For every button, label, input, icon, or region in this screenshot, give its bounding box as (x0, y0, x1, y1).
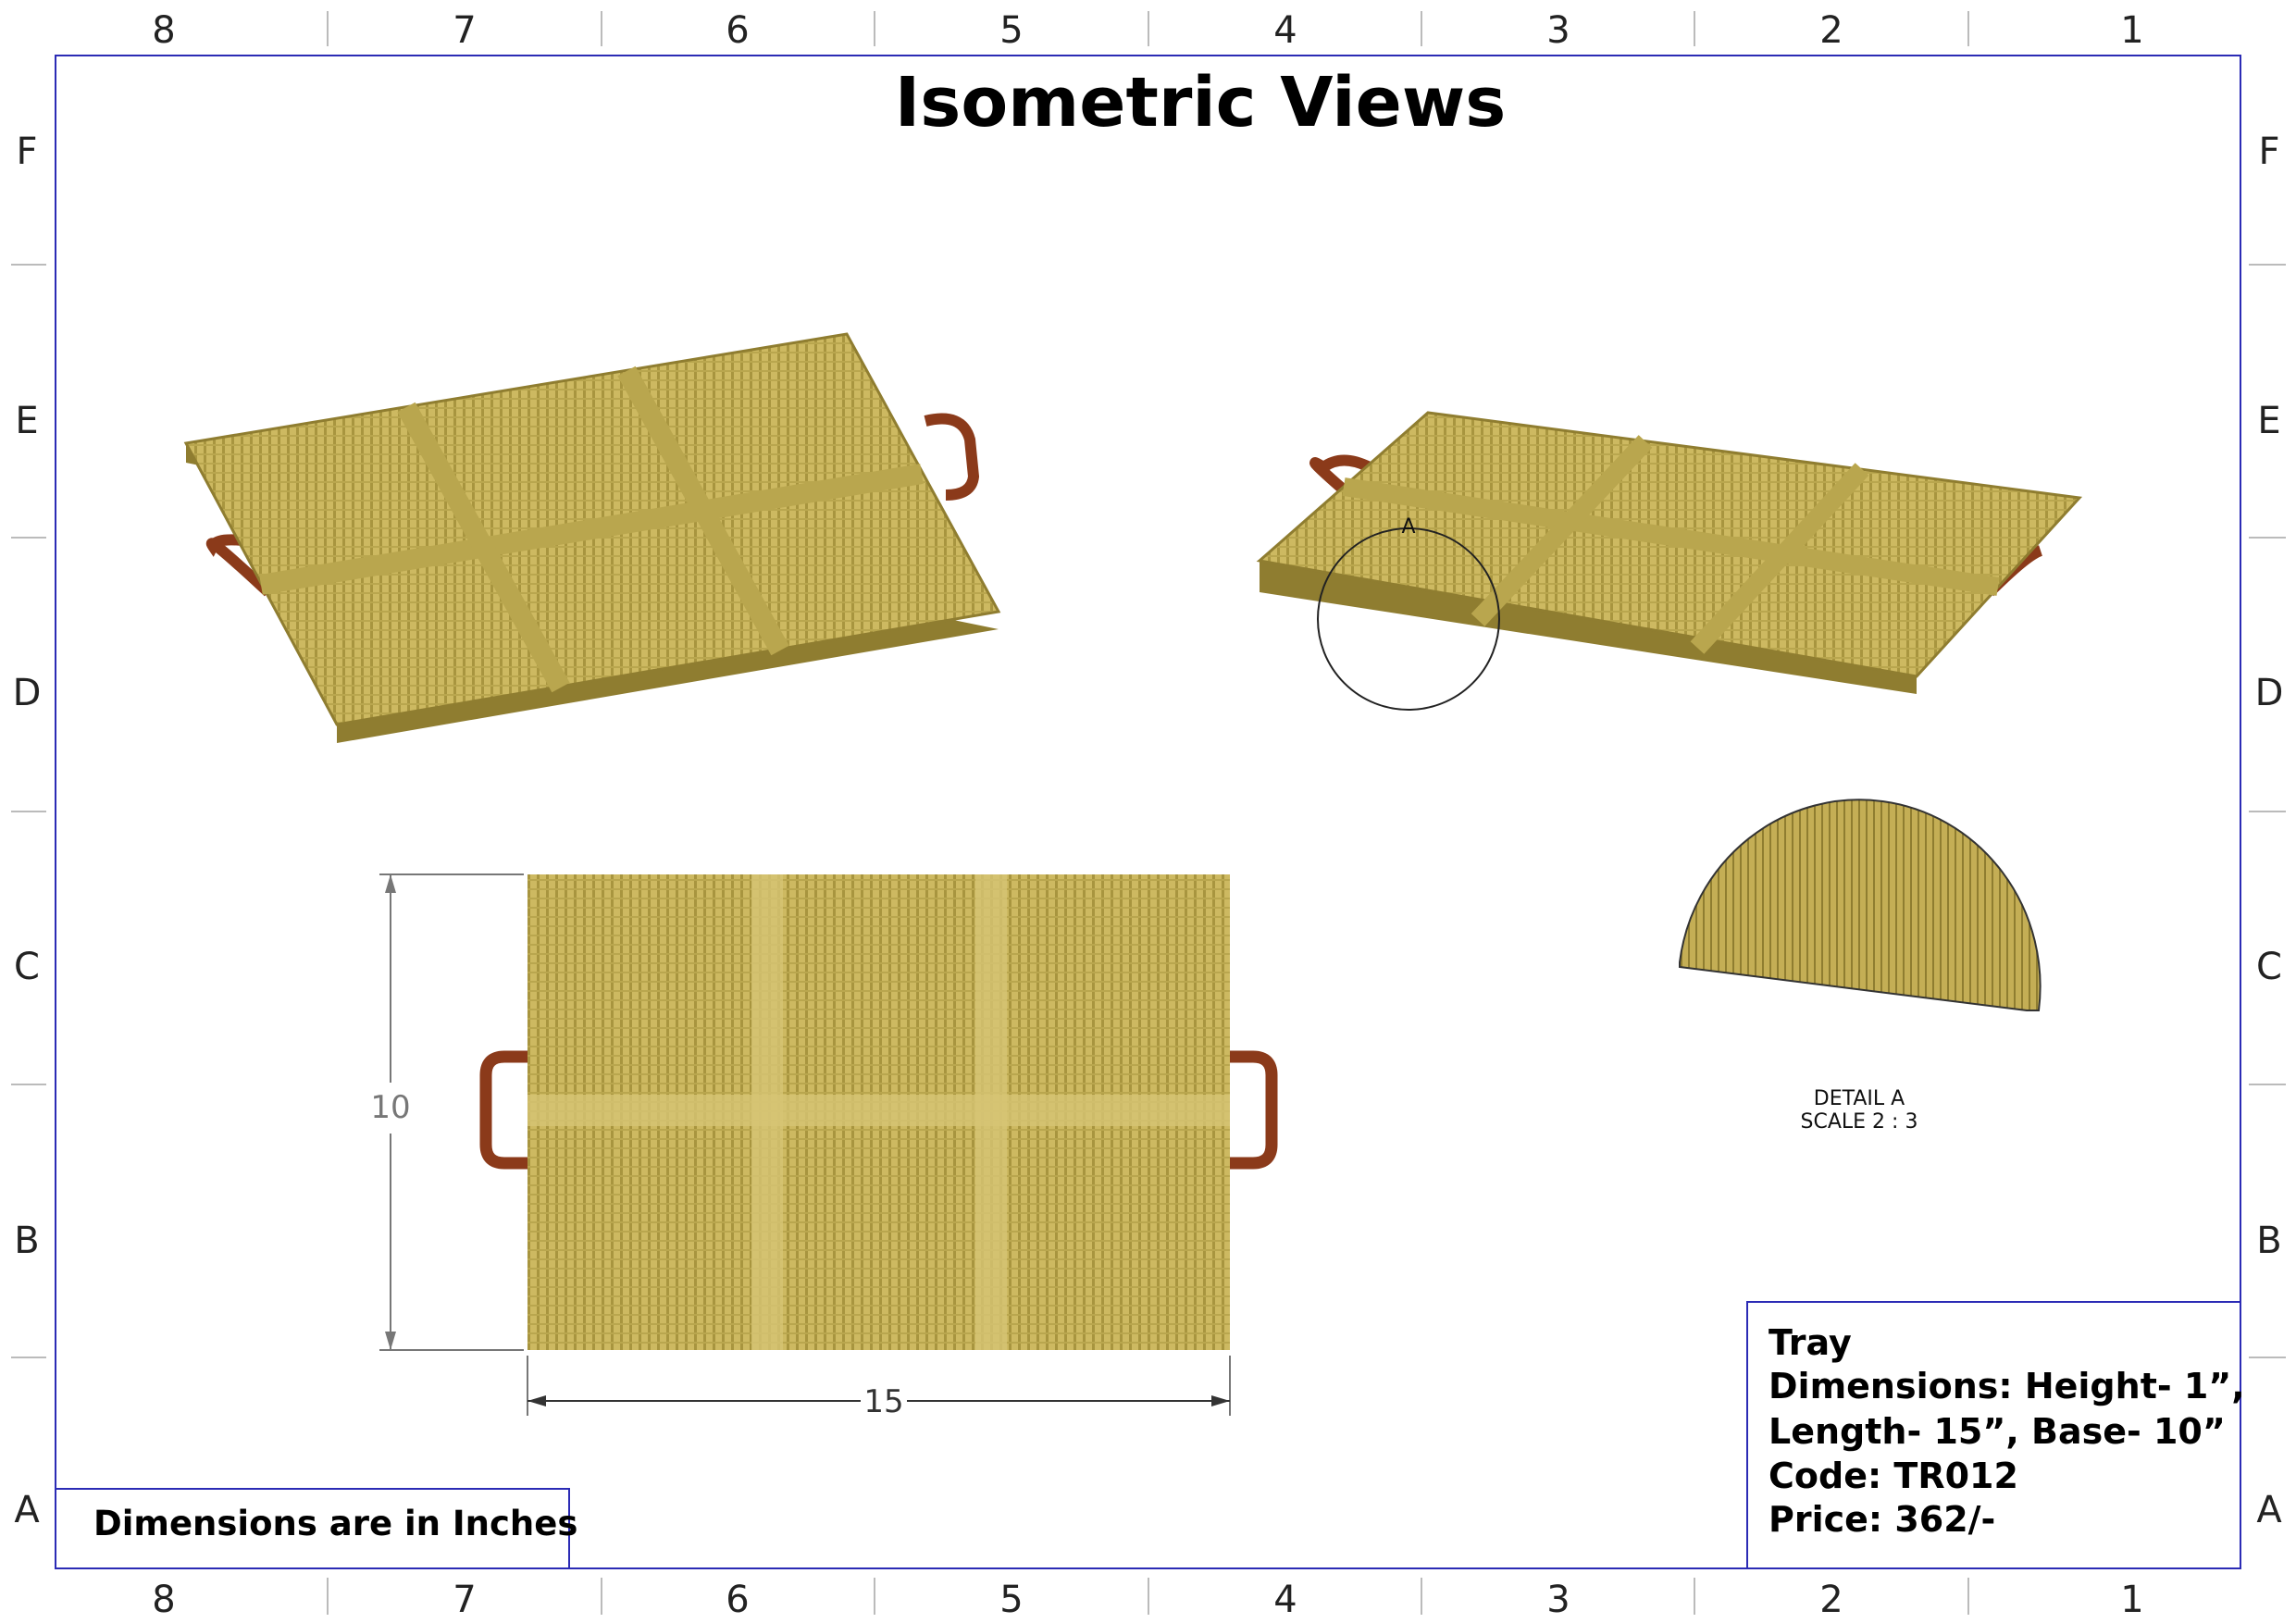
dimension-lines (379, 873, 1231, 1416)
row-label: A (14, 1489, 40, 1531)
column-label: 8 (152, 1579, 175, 1621)
handle (1309, 454, 1372, 509)
zone-dividers (11, 11, 2286, 1615)
row-label: C (2256, 946, 2282, 988)
column-label: 2 (1819, 9, 1843, 52)
column-label: 4 (1273, 1579, 1297, 1621)
column-label: 3 (1546, 1579, 1570, 1621)
product-code: Code: TR012 (1769, 1456, 2018, 1496)
length-dimension: 15 (863, 1383, 903, 1420)
handle (924, 413, 980, 501)
row-labels: F E D C B A F E D C B A (13, 130, 2284, 1531)
row-label: E (2257, 400, 2280, 442)
row-label: D (13, 672, 42, 714)
handle-right (1230, 1050, 1278, 1170)
row-label: B (2256, 1220, 2281, 1262)
column-label: 5 (999, 1579, 1023, 1621)
row-label: B (14, 1220, 39, 1262)
handle (205, 534, 273, 597)
top-view: 10 15 (370, 873, 1278, 1420)
detail-scale: SCALE 2 : 3 (1801, 1110, 1918, 1134)
column-label: 1 (2120, 1579, 2143, 1621)
row-label: E (15, 400, 38, 442)
row-label: D (2255, 672, 2284, 714)
sheet-title: Isometric Views (895, 63, 1507, 142)
column-label: 4 (1273, 9, 1297, 52)
product-name: Tray (1769, 1322, 1852, 1363)
column-label: 6 (726, 1579, 749, 1621)
dimensions-line-1: Dimensions: Height- 1”, (1769, 1366, 2245, 1406)
row-label: F (2258, 130, 2279, 173)
column-label: 3 (1546, 9, 1570, 52)
column-label: 7 (453, 1579, 476, 1621)
column-label: 2 (1819, 1579, 1843, 1621)
detail-callout-circle (1317, 527, 1500, 711)
column-label: 7 (453, 9, 476, 52)
dimensions-line-2: Length- 15”, Base- 10” (1769, 1411, 2226, 1452)
units-note: Dimensions are in Inches (55, 1488, 577, 1569)
units-note-text: Dimensions are in Inches (93, 1504, 577, 1543)
row-label: F (16, 130, 37, 173)
isometric-view-2: A (1256, 411, 2083, 711)
handle-left (479, 1050, 527, 1170)
column-label: 5 (999, 9, 1023, 52)
row-label: A (2256, 1489, 2282, 1531)
product-price: Price: 362/- (1769, 1499, 1995, 1540)
column-label: 1 (2120, 9, 2143, 52)
isometric-view-1 (183, 332, 1001, 743)
detail-a-view: DETAIL A SCALE 2 : 3 (1679, 799, 2042, 1134)
title-block: Tray Dimensions: Height- 1”, Length- 15”… (1746, 1301, 2245, 1569)
detail-name: DETAIL A (1814, 1087, 1905, 1110)
column-label: 8 (152, 9, 175, 52)
row-label: C (14, 946, 40, 988)
height-dimension: 10 (370, 1089, 410, 1126)
sheet-border (55, 55, 2241, 1569)
column-labels: 8 7 6 5 4 3 2 1 8 7 6 5 4 3 2 1 (152, 9, 2143, 1621)
column-label: 6 (726, 9, 749, 52)
detail-callout-label: A (1401, 515, 1415, 539)
